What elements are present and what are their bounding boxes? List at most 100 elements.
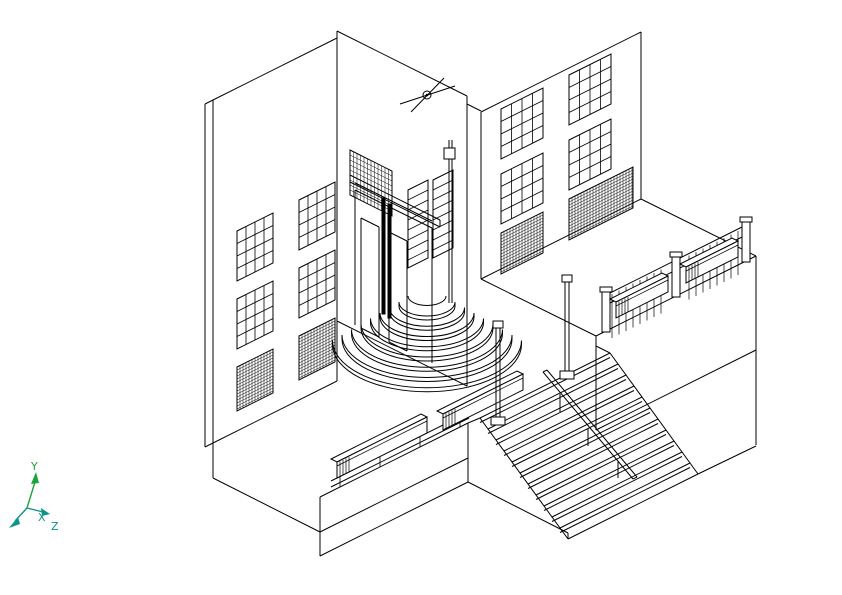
line-segment	[319, 457, 469, 533]
window-louver	[298, 317, 336, 381]
line-segment	[298, 274, 336, 294]
line-segment	[319, 481, 469, 557]
line-segment	[568, 131, 612, 153]
right-wing-windows	[500, 53, 634, 275]
window-grid	[568, 118, 612, 191]
line-segment	[559, 467, 691, 533]
window-louver	[568, 166, 634, 241]
line-segment	[432, 199, 454, 211]
front-walkway-slabs	[212, 370, 569, 557]
planter	[608, 272, 670, 319]
arc-segment	[351, 333, 503, 372]
line-segment	[336, 420, 428, 467]
line-segment	[407, 249, 429, 261]
panel	[490, 416, 506, 426]
ucs-x-arrowhead	[41, 508, 50, 516]
line-segment	[298, 350, 336, 370]
line-segment	[495, 374, 627, 441]
line-segment	[236, 390, 274, 410]
line-segment	[480, 198, 642, 280]
line-segment	[595, 349, 757, 431]
line-segment	[466, 103, 482, 112]
line-segment	[500, 241, 544, 264]
line-segment	[298, 206, 336, 226]
line-segment	[349, 174, 441, 221]
planter	[678, 237, 740, 284]
line-segment	[236, 366, 274, 386]
line-segment	[407, 239, 429, 251]
line-segment	[236, 250, 274, 269]
line-segment	[298, 332, 336, 352]
left-wing-wall	[204, 37, 338, 448]
line-segment	[298, 359, 336, 379]
line-segment	[568, 78, 612, 101]
line-segment	[467, 481, 569, 534]
line-segment	[330, 417, 470, 488]
line-segment	[298, 356, 336, 376]
line-segment	[568, 172, 634, 206]
line-segment	[500, 220, 544, 243]
line-segment	[535, 429, 667, 496]
line-segment	[527, 423, 659, 489]
line-segment	[349, 154, 393, 177]
railing-post-cap	[739, 216, 753, 223]
ucs-icon: Y X Z	[9, 460, 59, 533]
line-segment	[519, 407, 651, 474]
lamp-posts	[490, 274, 575, 426]
line-segment	[500, 217, 544, 240]
line-segment	[527, 418, 659, 485]
window-grid	[236, 280, 274, 350]
line-segment	[568, 193, 634, 227]
line-segment	[500, 223, 544, 246]
line-segment	[212, 37, 338, 101]
line-segment	[500, 165, 544, 187]
window-grid	[568, 53, 612, 126]
line-segment	[298, 344, 336, 364]
line-segment	[568, 199, 634, 233]
entrance-portal	[349, 77, 456, 363]
line-segment	[212, 380, 338, 444]
line-segment	[354, 189, 433, 229]
line-segment	[542, 371, 634, 480]
line-segment	[442, 377, 524, 419]
arc-segment	[407, 295, 447, 306]
arc-segment	[332, 344, 522, 393]
line-segment	[236, 318, 274, 337]
line-segment	[568, 156, 612, 178]
line-segment	[236, 360, 274, 380]
panel	[561, 274, 573, 283]
line-segment	[500, 177, 544, 200]
line-segment	[500, 244, 544, 267]
line-segment	[236, 305, 274, 325]
line-segment	[204, 99, 214, 105]
ucs-label-x: X	[38, 511, 46, 524]
right-terrace-podium	[480, 198, 757, 475]
line-segment	[568, 181, 634, 215]
line-segment	[336, 320, 468, 387]
line-segment	[432, 179, 454, 191]
line-segment	[319, 422, 469, 498]
line-segment	[519, 412, 651, 478]
line-segment	[236, 387, 274, 407]
ucs-x-axis	[26, 507, 44, 513]
line-segment	[236, 357, 274, 377]
ucs-label-z: Z	[51, 520, 59, 533]
left-wing-windows	[236, 181, 336, 412]
line-segment	[204, 442, 214, 448]
line-segment	[236, 369, 274, 389]
line-segment	[503, 390, 635, 456]
line-segment	[480, 278, 597, 337]
line-segment	[407, 189, 429, 201]
railing-post-cap	[599, 286, 613, 293]
line-segment	[236, 225, 274, 244]
line-segment	[500, 112, 544, 135]
line-segment	[500, 229, 544, 252]
line-segment	[236, 372, 274, 392]
line-segment	[500, 100, 544, 122]
line-segment	[236, 375, 274, 395]
line-segment	[236, 237, 274, 257]
line-segment	[349, 164, 393, 187]
line-segment	[479, 357, 611, 423]
arc-segment	[370, 318, 484, 348]
